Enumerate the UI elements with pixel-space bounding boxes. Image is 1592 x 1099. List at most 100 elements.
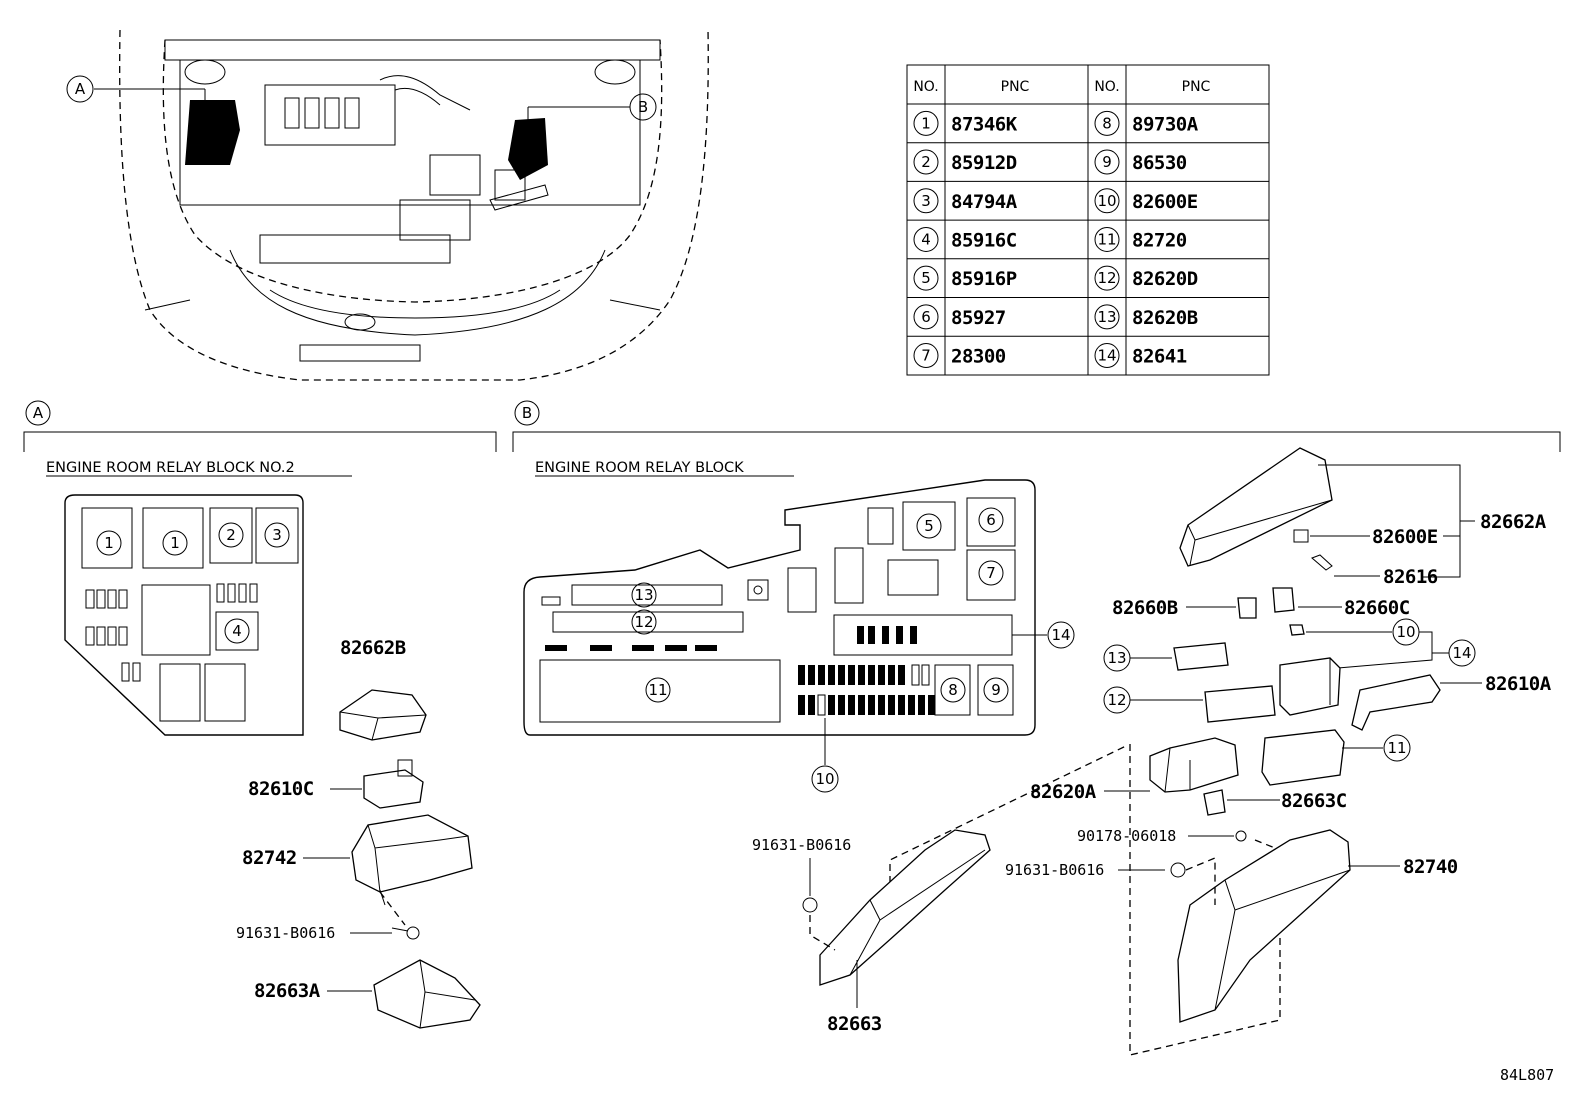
part-91631-b-left-label: 91631-B0616: [752, 836, 851, 854]
table-row-pnc: 85916C: [951, 229, 1017, 251]
section-b-header: B ENGINE ROOM RELAY BLOCK: [512, 400, 1561, 477]
parts-b-exploded: 82662A 82600E 82616 82660B 82660C 10 14 …: [752, 447, 1552, 1056]
table-header-pnc-left: PNC: [1001, 79, 1030, 95]
table-header-pnc-right: PNC: [1182, 79, 1211, 95]
part-82610c-label: 82610C: [248, 778, 314, 800]
block-b-slot-7: 7: [986, 564, 996, 582]
table-row-number-circle: [1094, 188, 1120, 214]
block-b-slot-5: 5: [924, 517, 934, 535]
part-82600e-label: 82600E: [1372, 526, 1438, 548]
table-row-number: 10: [1097, 192, 1116, 210]
block-b-slot-9: 9: [991, 681, 1001, 699]
block-a-slot-2: 2: [226, 526, 236, 544]
part-c13-label: 13: [1107, 649, 1126, 667]
view-marker-b: B: [638, 98, 648, 116]
table-row-pnc: 84794A: [951, 191, 1018, 213]
part-c12-label: 12: [1107, 691, 1126, 709]
pnc-table: NO. PNC NO. PNC 1 8 87346K 89730A 2 9 85912D 86…: [906, 64, 1270, 376]
part-82742-label: 82742: [242, 847, 297, 869]
table-row-number: 14: [1097, 347, 1116, 365]
table-row-number-circle: [1094, 343, 1120, 369]
view-marker-a: A: [75, 80, 86, 98]
table-row-pnc: 82600E: [1132, 191, 1198, 213]
table-row-number-circle: [913, 188, 939, 214]
table-row-pnc: 82720: [1132, 229, 1187, 251]
table-row-pnc: 82620B: [1132, 307, 1198, 329]
block-a-slot-1a: 1: [104, 534, 114, 552]
table-row-number: 13: [1097, 308, 1116, 326]
block-b-slot-13: 13: [634, 586, 653, 604]
block-b-slot-8: 8: [948, 681, 958, 699]
table-row-number-circle: [1094, 265, 1120, 291]
part-82662b-label: 82662B: [340, 637, 406, 659]
table-row-number: 4: [921, 230, 931, 248]
part-82660b-label: 82660B: [1112, 597, 1178, 619]
part-91631-a-label: 91631-B0616: [236, 924, 335, 942]
block-a-slot-3: 3: [272, 526, 282, 544]
part-c10-label: 10: [1396, 623, 1415, 641]
table-header-no-right: NO.: [1094, 79, 1119, 95]
table-row-number: 3: [921, 192, 931, 210]
section-a-header: A ENGINE ROOM RELAY BLOCK NO.2: [23, 400, 497, 477]
table-row-pnc: 85916P: [951, 268, 1017, 290]
table-row-number: 2: [921, 153, 931, 171]
table-row-number-circle: [913, 343, 939, 369]
table-row-pnc: 82620D: [1132, 268, 1198, 290]
part-82616-label: 82616: [1383, 566, 1438, 588]
table-row-pnc: 85912D: [951, 152, 1017, 174]
relay-block-a-layout: 1 1 2 3 4: [64, 494, 304, 736]
table-row-number-circle: [1094, 110, 1120, 136]
diagram-ref-code: 84L807: [1500, 1066, 1554, 1084]
part-82660c-label: 82660C: [1344, 597, 1410, 619]
section-a-marker: A: [33, 404, 44, 422]
part-90178-label: 90178-06018: [1077, 827, 1176, 845]
table-row-number: 5: [921, 269, 931, 287]
part-c11-label: 11: [1387, 739, 1406, 757]
table-row-number: 11: [1097, 230, 1116, 248]
block-b-slot-12: 12: [634, 613, 653, 631]
table-row-number-circle: [1094, 149, 1120, 175]
table-row-number-circle: [1094, 226, 1120, 252]
table-header-no-left: NO.: [913, 79, 938, 95]
table-row-number-circle: [913, 149, 939, 175]
table-row-pnc: 28300: [951, 346, 1006, 368]
part-82740-label: 82740: [1403, 856, 1458, 878]
part-82620a-label: 82620A: [1030, 781, 1097, 803]
table-row-number: 8: [1102, 114, 1112, 132]
table-row-number: 6: [921, 308, 931, 326]
block-b-slot-14: 14: [1051, 626, 1070, 644]
part-82663c-label: 82663C: [1281, 790, 1347, 812]
block-b-slot-10: 10: [815, 770, 834, 788]
part-c14-label: 14: [1452, 644, 1471, 662]
table-row-pnc: 85927: [951, 307, 1006, 329]
table-row-number: 1: [921, 114, 931, 132]
table-row-number: 9: [1102, 153, 1112, 171]
vehicle-overview: A B: [66, 29, 709, 381]
parts-a-exploded: 82662B 82610C 82742 91631-B0616 82663A: [236, 637, 481, 1029]
section-b-marker: B: [522, 404, 532, 422]
table-row-number-circle: [913, 304, 939, 330]
table-row-number-circle: [913, 110, 939, 136]
block-a-slot-4: 4: [232, 622, 242, 640]
table-row-pnc: 87346K: [951, 113, 1018, 135]
block-b-slot-6: 6: [986, 511, 996, 529]
part-82663-label: 82663: [827, 1013, 882, 1035]
section-b-title: ENGINE ROOM RELAY BLOCK: [535, 460, 744, 476]
table-row-number-circle: [1094, 304, 1120, 330]
table-rows: 1 8 87346K 89730A 2 9 85912D 86530 3 10 84794A 8260…: [907, 103, 1269, 369]
table-row-number: 7: [921, 347, 931, 365]
table-row-pnc: 89730A: [1132, 113, 1199, 135]
relay-block-b-layout: 13 12 11 5 6 7 8 9 14 10: [523, 479, 1075, 793]
part-91631-b-right-label: 91631-B0616: [1005, 861, 1104, 879]
table-row-number: 12: [1097, 269, 1116, 287]
part-82663a-label: 82663A: [254, 980, 321, 1002]
block-b-slot-11: 11: [648, 681, 667, 699]
table-row-pnc: 86530: [1132, 152, 1187, 174]
block-a-slot-1b: 1: [170, 534, 180, 552]
section-a-title: ENGINE ROOM RELAY BLOCK NO.2: [46, 460, 295, 476]
table-row-number-circle: [913, 226, 939, 252]
table-row-number-circle: [913, 265, 939, 291]
part-82610a-label: 82610A: [1485, 673, 1552, 695]
part-82662a-label: 82662A: [1480, 511, 1547, 533]
